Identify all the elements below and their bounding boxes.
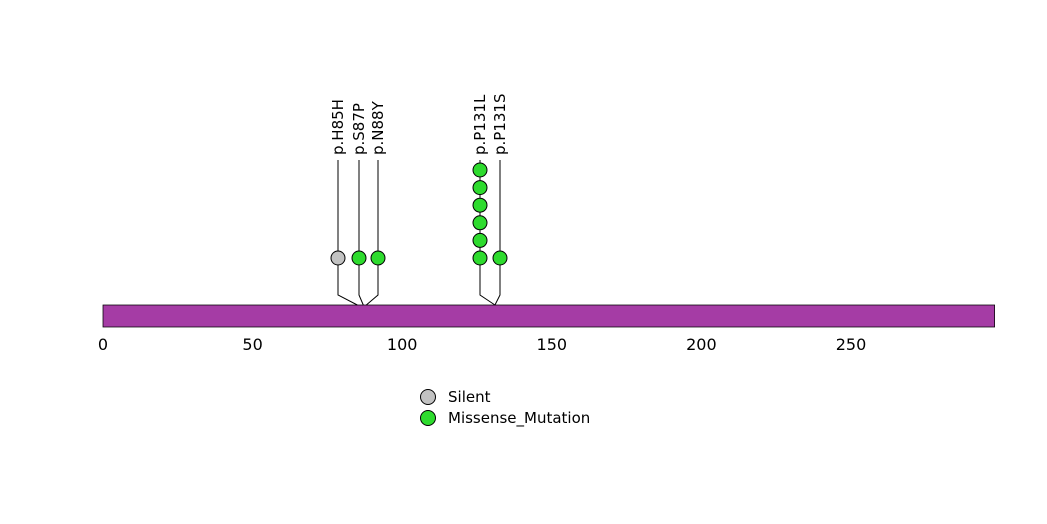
mutation-circle — [472, 180, 488, 196]
mutation-circle — [472, 232, 488, 248]
mutation-circle — [351, 250, 367, 266]
mutation-stem — [494, 160, 501, 306]
mutation-stem — [365, 160, 379, 306]
mutation-circle — [472, 162, 488, 178]
protein-domain-bar — [102, 304, 995, 328]
axis-tick-label: 100 — [387, 335, 418, 354]
axis-tick-label: 250 — [836, 335, 867, 354]
legend-swatch-missense-mutation — [420, 410, 436, 426]
mutation-circle — [472, 250, 488, 266]
mutation-label: p.H85H — [329, 99, 347, 155]
axis-tick-label: 150 — [537, 335, 568, 354]
axis-tick-label: 0 — [98, 335, 108, 354]
mutation-label: p.S87P — [350, 103, 368, 155]
mutation-label: p.P131L — [471, 94, 489, 155]
mutation-label: p.N88Y — [369, 100, 387, 155]
axis-tick-label: 200 — [686, 335, 717, 354]
legend-swatch-silent — [420, 389, 436, 405]
mutation-circle — [472, 215, 488, 231]
axis-tick-label: 50 — [242, 335, 262, 354]
mutation-stem — [358, 160, 364, 306]
mutation-stem — [337, 160, 358, 306]
legend-label: Missense_Mutation — [448, 409, 590, 428]
mutation-label: p.P131S — [491, 94, 509, 156]
mutation-circle — [370, 250, 386, 266]
mutation-circle — [330, 250, 346, 266]
mutation-circle — [472, 197, 488, 213]
legend-label: Silent — [448, 388, 491, 406]
mutation-circle — [492, 250, 508, 266]
